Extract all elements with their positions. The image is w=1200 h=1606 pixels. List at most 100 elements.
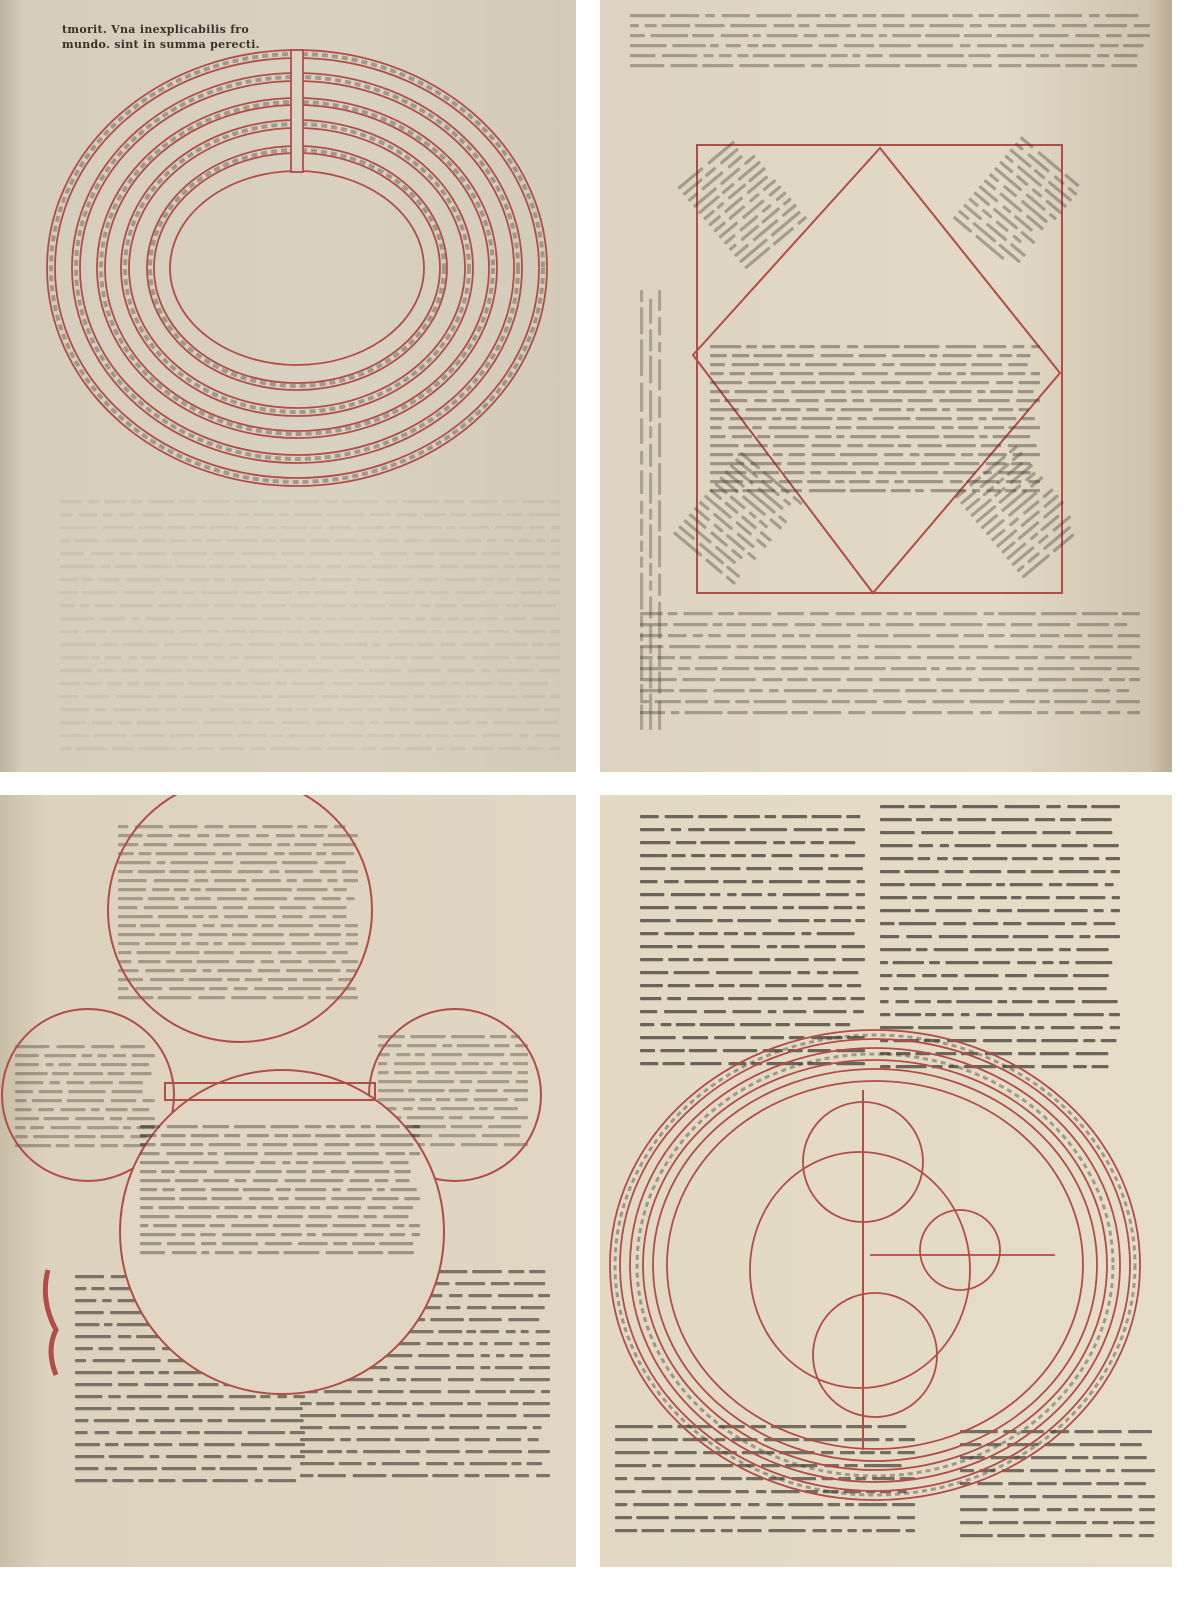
script-word	[297, 951, 327, 954]
script-word	[132, 617, 141, 620]
script-word	[737, 54, 748, 57]
script-word	[914, 987, 948, 990]
script-word	[762, 345, 775, 348]
script-word	[213, 843, 241, 846]
script-word	[420, 1098, 432, 1101]
script-word	[228, 1419, 266, 1422]
script-word	[300, 1402, 312, 1405]
script-word	[910, 453, 920, 456]
script-word	[857, 880, 865, 883]
script-word	[939, 399, 971, 402]
script-word	[783, 906, 795, 909]
script-word	[774, 435, 808, 438]
script-word	[640, 451, 643, 465]
script-word	[662, 54, 697, 57]
script-word	[165, 721, 197, 724]
script-word	[387, 643, 414, 646]
script-word	[358, 682, 385, 685]
script-word	[224, 915, 248, 918]
script-word	[1061, 844, 1087, 847]
script-word	[140, 1206, 153, 1209]
script-word	[105, 1467, 117, 1470]
script-word	[240, 861, 277, 864]
script-word	[364, 1233, 384, 1236]
script-word	[640, 958, 663, 961]
script-word	[879, 34, 887, 37]
script-word	[208, 630, 219, 633]
script-word	[1095, 935, 1120, 938]
script-word	[282, 861, 318, 864]
script-word	[738, 612, 771, 615]
script-word	[1037, 711, 1048, 714]
script-word	[226, 539, 258, 542]
script-word	[940, 363, 967, 366]
script-word	[488, 630, 509, 633]
script-word	[685, 711, 723, 714]
script-word	[704, 1010, 726, 1013]
script-word	[287, 630, 301, 633]
script-word	[782, 634, 794, 637]
script-word	[936, 634, 958, 637]
script-word	[908, 805, 925, 808]
script-word	[303, 879, 322, 882]
script-word	[271, 1125, 299, 1128]
script-word	[946, 667, 962, 670]
script-word	[286, 1170, 306, 1173]
script-word	[232, 933, 248, 936]
script-word	[640, 612, 663, 615]
script-word	[710, 408, 739, 411]
script-word	[1013, 935, 1049, 938]
script-word	[1039, 678, 1067, 681]
script-word	[448, 1390, 470, 1393]
script-word	[140, 1224, 149, 1227]
script-word	[782, 44, 813, 47]
script-word	[551, 539, 560, 542]
script-word	[701, 841, 730, 844]
script-word	[987, 623, 1006, 626]
script-word	[766, 1503, 783, 1506]
script-word	[145, 617, 171, 620]
script-word	[275, 1407, 303, 1410]
script-word	[727, 893, 736, 896]
script-word	[503, 1089, 528, 1092]
script-word	[426, 1462, 448, 1465]
script-word	[640, 646, 643, 679]
script-word	[615, 1464, 646, 1467]
script-word	[162, 1467, 196, 1470]
script-word	[804, 667, 819, 670]
script-word	[473, 656, 510, 659]
script-word	[710, 354, 727, 357]
script-word	[60, 734, 89, 737]
script-word	[76, 747, 108, 750]
script-word	[1091, 805, 1120, 808]
script-word	[821, 623, 841, 626]
script-word	[443, 500, 464, 503]
script-word	[742, 495, 767, 516]
script-word	[792, 711, 808, 714]
script-word	[854, 1516, 891, 1519]
script-word	[312, 1170, 325, 1173]
script-word	[108, 1395, 120, 1398]
script-word	[407, 526, 442, 529]
script-word	[448, 1378, 474, 1381]
script-word	[1027, 552, 1040, 564]
script-word	[118, 861, 151, 864]
script-word	[640, 307, 643, 334]
script-word	[919, 678, 931, 681]
script-word	[132, 1359, 161, 1362]
script-word	[779, 480, 802, 483]
script-word	[658, 535, 661, 567]
script-word	[1016, 175, 1029, 187]
script-word	[404, 1426, 427, 1429]
script-word	[892, 34, 921, 37]
script-word	[418, 1354, 449, 1357]
script-word	[92, 656, 101, 659]
script-word	[105, 500, 126, 503]
script-word	[961, 381, 989, 384]
script-word	[268, 978, 297, 981]
script-word	[536, 1342, 550, 1345]
script-word	[390, 1161, 408, 1164]
script-word	[976, 656, 1009, 659]
script-word	[781, 381, 795, 384]
script-word	[887, 612, 898, 615]
